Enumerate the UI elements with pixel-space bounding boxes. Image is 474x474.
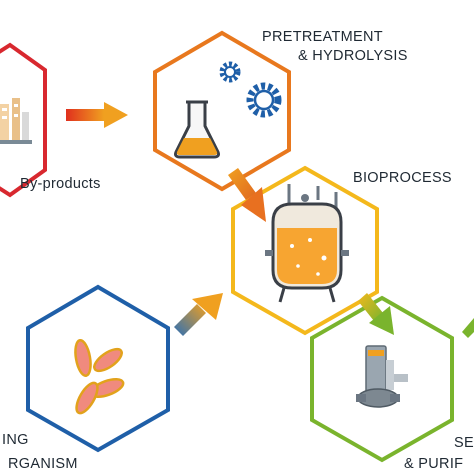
pump-icon — [356, 345, 408, 408]
bacteria-icon — [74, 338, 125, 415]
arrow-separation-offscreen — [462, 318, 474, 338]
microorganism-label-line2: RGANISM — [8, 456, 78, 472]
byproducts-label: By-products — [20, 176, 101, 192]
arrow-bioprocess-to-separation — [358, 293, 394, 335]
bioprocess-label: BIOPROCESS — [353, 170, 452, 186]
separation-label-line1: SE — [454, 435, 474, 451]
arrow-byproducts-to-pretreatment — [66, 102, 128, 128]
arrow-microorganism-to-bioprocess — [174, 293, 223, 336]
microorganism-label-line1: ING — [2, 432, 29, 448]
pretreatment-label-line2: & HYDROLYSIS — [298, 48, 408, 64]
factory-icon — [0, 98, 32, 144]
pretreatment-label-line1: PRETREATMENT — [262, 29, 383, 45]
arrow-pretreatment-to-bioprocess — [228, 168, 266, 222]
flask-icon — [174, 100, 220, 159]
bioprocess-hexagon — [231, 165, 379, 336]
microorganism-hexagon — [26, 284, 170, 453]
byproducts-hexagon — [0, 42, 47, 198]
separation-label-line2: & PURIF — [404, 456, 463, 472]
pretreatment-hexagon — [153, 30, 291, 192]
gears-icon — [219, 61, 282, 118]
separation-hexagon — [310, 295, 454, 463]
bioreactor-icon — [265, 184, 349, 303]
